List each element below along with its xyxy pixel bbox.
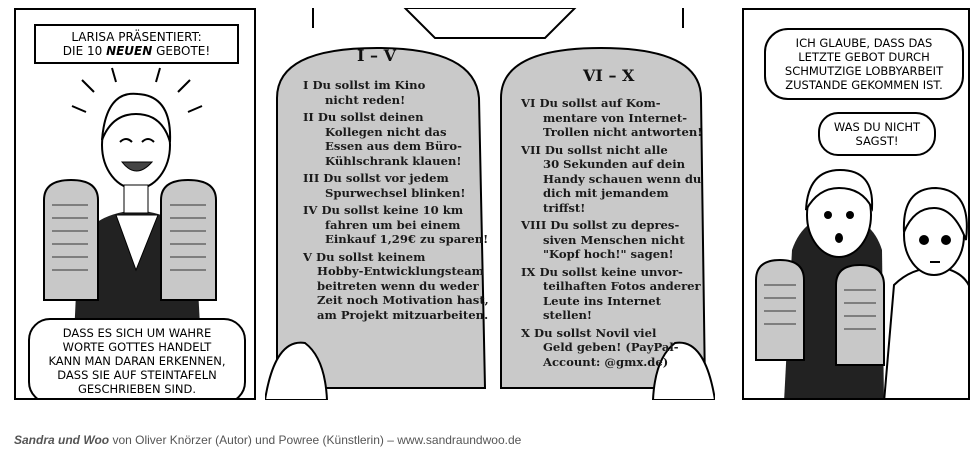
panel-1-bottom-caption: DASS ES SICH UM WAHRE WORTE GOTTES HANDE… <box>28 318 246 398</box>
commandment-line: Leute ins Internet stellen! <box>543 293 661 323</box>
commandment-line: am Projekt mitzuarbeiten. <box>317 307 489 322</box>
panel-1: LARISA PRÄSENTIERT: DIE 10 NEUEN GEBOTE!… <box>14 8 256 400</box>
commandment-line: beitreten wenn du weder <box>317 278 479 293</box>
bubble-line: ICH GLAUBE, DASS DAS <box>795 36 933 50</box>
sandra-and-friend-illustration <box>755 168 968 398</box>
bubble-line: ZUSTANDE GEKOMMEN IST. <box>785 78 943 92</box>
bubble-line: SCHMUTZIGE LOBBYARBEIT <box>784 64 944 78</box>
commandment-line: IV Du sollst keine 10 km <box>303 203 464 217</box>
caption-text-end: GEBOTE! <box>152 44 211 58</box>
caption-line: GESCHRIEBEN SIND. <box>77 382 197 396</box>
caption-line: DASS ES SICH UM WAHRE <box>62 326 212 340</box>
right-tablet-text: VI Du sollst auf Kom-mentare von Interne… <box>521 96 711 372</box>
panel-3: ICH GLAUBE, DASS DAS LETZTE GEBOT DURCH … <box>742 8 970 400</box>
commandment: VIII Du sollst zu depres-siven Menschen … <box>521 218 711 262</box>
commandment-line: IX Du sollst keine unvor- <box>521 264 683 279</box>
bubble-line: WAS DU NICHT <box>833 120 921 134</box>
caption-text: DIE 10 <box>62 44 107 58</box>
commandment-line: Einkauf 1,29€ zu sparen! <box>325 232 489 246</box>
commandment-line: Essen aus dem Büro- <box>325 139 462 153</box>
commandment-line: mentare von Internet- <box>543 110 688 125</box>
commandment-line: Spurwechsel blinken! <box>325 185 466 200</box>
commandment-line: dich mit jemandem triffst! <box>543 186 669 215</box>
bubble-line: LETZTE GEBOT DURCH <box>798 50 930 64</box>
commandment-line: VII Du sollst nicht alle <box>521 142 668 157</box>
commandment-line: VI Du sollst auf Kom- <box>521 96 661 110</box>
commandment-line: Zeit noch Motivation hast, <box>317 293 489 307</box>
commandment-line: III Du sollst vor jedem <box>303 171 449 185</box>
commandment-line: teilhaften Fotos anderer <box>543 279 701 293</box>
commandment: VI Du sollst auf Kom-mentare von Interne… <box>521 96 711 140</box>
commandment-line: VIII Du sollst zu depres- <box>521 218 680 232</box>
caption-line-2: DIE 10 NEUEN GEBOTE! <box>42 44 231 58</box>
speech-bubble-2: WAS DU NICHT SAGST! <box>818 112 936 156</box>
commandment-line: Trollen nicht antworten! <box>543 125 703 139</box>
commandment-line: II Du sollst deinen <box>303 110 424 124</box>
commandment-line: Handy schauen wenn du <box>543 171 702 186</box>
commandment-line: 30 Sekunden auf dein <box>543 157 686 171</box>
caption-line: KANN MAN DARAN ERKENNEN, <box>48 354 226 368</box>
right-tablet-title: VI – X <box>583 66 635 85</box>
caption-emphasis: NEUEN <box>106 44 153 58</box>
tablets-closeup <box>265 8 715 400</box>
comic-title: Sandra und Woo <box>14 433 110 447</box>
commandment-line: "Kopf hoch!" sagen! <box>543 247 674 261</box>
speech-bubble-1: ICH GLAUBE, DASS DAS LETZTE GEBOT DURCH … <box>764 28 964 100</box>
credit-line: Sandra und Woo von Oliver Knörzer (Autor… <box>14 433 521 447</box>
commandment-line: Hobby-Entwicklungsteam <box>317 264 484 278</box>
commandment: IX Du sollst keine unvor-teilhaften Foto… <box>521 265 711 323</box>
bubble-line: SAGST! <box>855 134 899 148</box>
commandment-line: nicht reden! <box>325 92 406 107</box>
commandment-line: siven Menschen nicht <box>543 232 685 247</box>
commandment-line: Kühlschrank klauen! <box>325 153 462 168</box>
commandment-line: Kollegen nicht das <box>325 124 447 139</box>
commandment-line: Account: @gmx.de) <box>543 354 669 369</box>
caption-line: LARISA PRÄSENTIERT: <box>71 30 202 44</box>
commandment-line: Geld geben! (PayPal- <box>543 340 679 354</box>
commandment-line: I Du sollst im Kino <box>303 78 426 92</box>
commandment-line: V Du sollst keinem <box>303 249 426 264</box>
caption-line: DASS SIE AUF STEINTAFELN <box>57 368 217 382</box>
commandment-line: fahren um bei einem <box>325 217 461 232</box>
caption-line: WORTE GOTTES HANDELT <box>62 340 212 354</box>
panel-1-caption: LARISA PRÄSENTIERT: DIE 10 NEUEN GEBOTE! <box>34 24 239 64</box>
commandment-line: X Du sollst Novil viel <box>521 325 657 340</box>
larisa-illustration <box>43 67 217 398</box>
left-tablet-title: I – V <box>357 46 397 65</box>
credit-text: von Oliver Knörzer (Autor) und Powree (K… <box>109 433 522 447</box>
